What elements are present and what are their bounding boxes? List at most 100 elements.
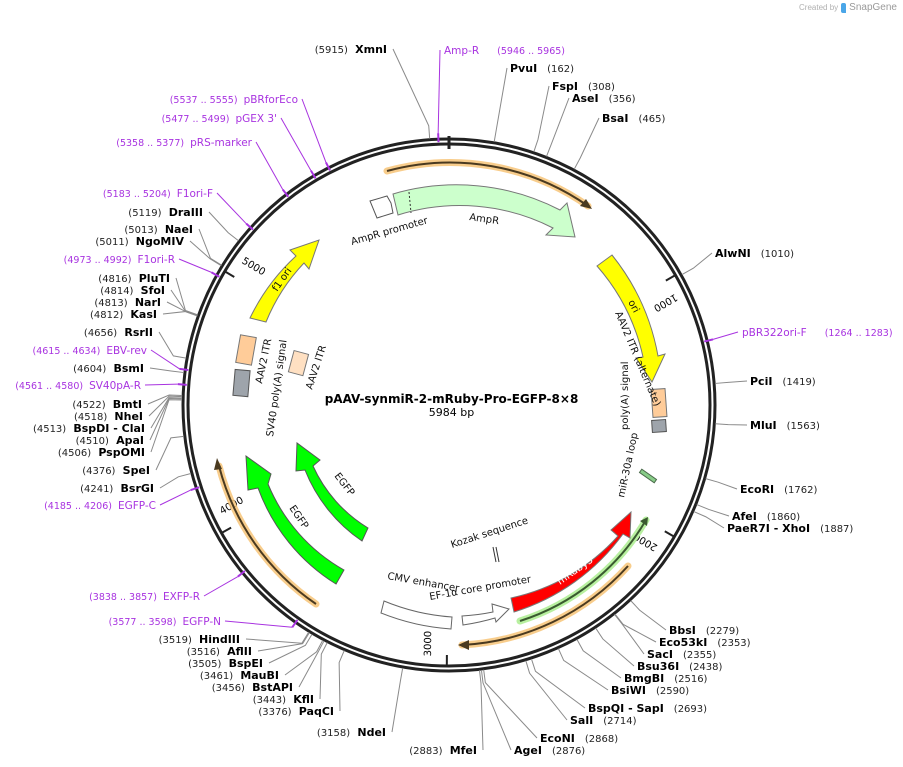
orf-ampr[interactable] — [383, 159, 592, 210]
enzyme-site[interactable]: (4513) BspDI - ClaI — [33, 422, 145, 435]
orf-egfp[interactable] — [214, 458, 320, 608]
label-aav2-itr-left: AAV2 ITR — [254, 338, 274, 385]
primer-binding-site[interactable]: (5183 .. 5204)F1ori-F — [103, 188, 213, 200]
tick-mark — [665, 274, 676, 282]
enzyme-site[interactable]: MluI(1563) — [750, 419, 820, 432]
snapgene-logo-icon — [841, 2, 847, 13]
primer-binding-site[interactable]: (3838 .. 3857)EXFP-R — [89, 591, 200, 603]
enzyme-site[interactable]: Bsu36I(2438) — [637, 660, 723, 673]
feature-cmv-enhancer[interactable] — [380, 600, 453, 630]
enzyme-leader-lines — [147, 48, 748, 751]
enzyme-site[interactable]: (4522) BmtI — [72, 398, 142, 411]
feature-ampr[interactable] — [392, 184, 576, 238]
feature-f1-ori[interactable] — [249, 239, 320, 323]
enzyme-site[interactable]: (5013) NaeI — [124, 223, 193, 236]
label-ori: ori — [625, 298, 641, 315]
label-ampr: AmpR — [469, 212, 500, 227]
plasmid-length: 5984 bp — [428, 406, 475, 419]
feature-aav2-itr-alternate[interactable] — [650, 388, 668, 418]
orf-mruby-reverse[interactable] — [458, 562, 632, 650]
tick-mark — [664, 530, 674, 538]
feature-aav2-itr-inner[interactable] — [287, 349, 310, 377]
feature-egfp-outer[interactable] — [245, 454, 345, 585]
enzyme-site[interactable]: (3376) PaqCI — [258, 705, 334, 718]
enzyme-site[interactable]: (4506) PspOMI — [58, 446, 145, 459]
enzyme-site[interactable]: (4813) NarI — [94, 296, 161, 309]
label-ampr-promoter: AmpR promoter — [350, 215, 430, 248]
enzyme-site[interactable]: (2883) MfeI — [409, 744, 477, 757]
enzyme-site[interactable]: (4241) BsrGI — [80, 482, 154, 495]
enzyme-site[interactable]: (3456) BstAPI — [212, 681, 293, 694]
primer-binding-site[interactable]: (4973 .. 4992)F1ori-R — [64, 254, 175, 266]
feature-ampr-promoter[interactable] — [369, 195, 394, 219]
enzyme-site[interactable]: (4656) RsrII — [84, 326, 153, 339]
enzyme-site[interactable]: (5011) NgoMIV — [95, 235, 184, 248]
feature-aav2-itr-left[interactable] — [235, 334, 257, 366]
feature-polya-signal[interactable] — [651, 418, 667, 434]
enzyme-site[interactable]: (3461) MauBI — [200, 669, 279, 682]
enzyme-site[interactable]: SalI(2714) — [570, 714, 637, 727]
credit-brand: SnapGene — [849, 2, 897, 13]
enzyme-site[interactable]: (4510) ApaI — [76, 434, 144, 447]
enzyme-site[interactable]: EcoRI(1762) — [740, 483, 818, 496]
enzyme-site[interactable]: (3505) BspEI — [188, 657, 263, 670]
feature-mruby3[interactable] — [510, 510, 632, 613]
enzyme-site[interactable]: (4604) BsmI — [73, 362, 144, 375]
enzyme-site[interactable]: (4376) SpeI — [82, 464, 150, 477]
enzyme-site[interactable]: BbsI(2279) — [669, 624, 739, 637]
enzyme-site[interactable]: EcoNI(2868) — [540, 732, 618, 745]
label-egfp-inner: EGFP — [332, 471, 357, 498]
tick-label: 1000 — [651, 291, 679, 313]
primer-binding-site[interactable]: (4561 .. 4580)SV40pA-R — [15, 380, 141, 392]
enzyme-site[interactable]: PvuI(162) — [510, 62, 574, 75]
tick-mark — [221, 526, 232, 534]
primer-binding-site[interactable]: (5477 .. 5499)pGEX 3' — [162, 113, 277, 125]
orf-mruby-green[interactable] — [516, 516, 650, 625]
enzyme-site[interactable]: (4812) KasI — [90, 308, 157, 321]
tick-mark — [225, 271, 235, 278]
enzyme-site[interactable]: BspQI - SapI(2693) — [588, 702, 707, 715]
enzyme-site[interactable]: (3443) KflI — [253, 693, 314, 706]
enzyme-site[interactable]: AfeI(1860) — [732, 510, 800, 523]
tick-label: 5000 — [240, 256, 267, 278]
feature-mir30a-loop[interactable] — [638, 468, 658, 484]
enzyme-site[interactable]: Eco53kI(2353) — [659, 636, 751, 649]
enzyme-site[interactable]: (4816) PluTI — [98, 272, 170, 285]
label-aav2-itr-inner: AAV2 ITR — [304, 344, 329, 391]
enzyme-site[interactable]: (5119) DraIII — [128, 206, 203, 219]
primer-binding-site[interactable]: Amp-R(5946 .. 5965) — [444, 45, 565, 57]
feature-egfp-inner[interactable] — [295, 442, 369, 542]
primer-binding-site[interactable]: (5358 .. 5377)pRS-marker — [116, 137, 252, 149]
enzyme-site[interactable]: (4518) NheI — [74, 410, 143, 423]
enzyme-site[interactable]: AgeI(2876) — [514, 744, 585, 757]
label-polya-signal: poly(A) signal — [620, 361, 631, 430]
snapgene-credit: Created by SnapGene — [799, 2, 897, 13]
enzyme-site[interactable]: SacI(2355) — [647, 648, 716, 661]
enzyme-labels-right: PvuI(162) FspI(308)AseI(356) BsaI(465) AlwN… — [510, 62, 853, 757]
enzyme-site[interactable]: (3516) AflII — [187, 645, 252, 658]
feature-ori[interactable] — [596, 254, 666, 384]
feature-kozak[interactable] — [492, 546, 500, 563]
enzyme-site[interactable]: BsaI(465) — [602, 112, 665, 125]
enzyme-site[interactable]: (5915) XmnI — [315, 43, 387, 56]
feature-ef1a-promoter[interactable] — [461, 603, 510, 626]
label-kozak: Kozak sequence — [450, 515, 530, 550]
primer-binding-site[interactable]: (4185 .. 4206)EGFP-C — [44, 500, 156, 512]
primer-binding-site[interactable]: pBR322ori-F(1264 .. 1283) — [742, 327, 893, 339]
primer-binding-site[interactable]: (5537 .. 5555)pBRforEco — [170, 94, 298, 106]
primer-binding-site[interactable]: (3577 .. 3598)EGFP-N — [109, 616, 221, 628]
enzyme-labels-left: (5915) XmnI (5119) DraIII (5013) NaeI(5011… — [33, 43, 477, 757]
enzyme-site[interactable]: PciI(1419) — [750, 375, 816, 388]
feature-sv40-polya[interactable] — [232, 368, 251, 398]
enzyme-site[interactable]: FspI(308) — [552, 80, 615, 93]
enzyme-site[interactable]: BsiWI(2590) — [611, 684, 689, 697]
enzyme-site[interactable]: AseI(356) — [572, 92, 636, 105]
primer-binding-site[interactable]: (4615 .. 4634)EBV-rev — [33, 345, 148, 357]
enzyme-site[interactable]: (4814) SfoI — [100, 284, 165, 297]
enzyme-site[interactable]: AlwNI(1010) — [715, 247, 794, 260]
enzyme-site[interactable]: BmgBI(2516) — [624, 672, 708, 685]
enzyme-site[interactable]: (3158) NdeI — [317, 726, 386, 739]
enzyme-site[interactable]: PaeR7I - XhoI(1887) — [727, 522, 853, 535]
enzyme-site[interactable]: (3519) HindIII — [159, 633, 240, 646]
